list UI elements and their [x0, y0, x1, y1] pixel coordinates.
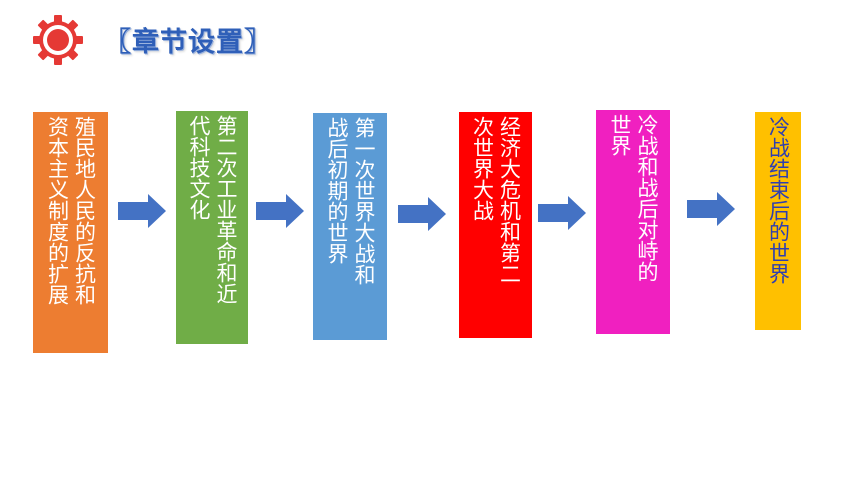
box-2: 第二次工业革命和近 代科技文化: [176, 111, 248, 344]
box-4: 经济大危机和第二 次世界大战: [459, 112, 532, 338]
box-1-line-1: 殖民地人民的反抗和: [72, 116, 97, 305]
box-3-line-1: 第一次世界大战和: [352, 117, 376, 285]
box-5-line-2: 世界: [608, 114, 632, 156]
box-6-line-1: 冷战结束后的世界: [766, 116, 791, 284]
page-title: 〖章节设置〗: [104, 27, 272, 58]
gear-icon: [33, 15, 83, 65]
right-arrow-icon: [256, 194, 304, 228]
box-6: 冷战结束后的世界: [755, 112, 801, 330]
right-arrow-icon: [538, 196, 586, 230]
box-2-line-1: 第二次工业革命和近: [214, 115, 238, 304]
box-3: 第一次世界大战和 战后初期的世界: [313, 113, 387, 340]
box-4-line-2: 次世界大战: [470, 116, 495, 221]
right-arrow-icon: [687, 192, 735, 226]
right-arrow-icon: [398, 197, 446, 231]
right-arrow-icon: [118, 194, 166, 228]
box-3-line-2: 战后初期的世界: [325, 117, 349, 264]
box-2-line-2: 代科技文化: [187, 115, 211, 220]
box-5: 冷战和战后对峙的 世界: [596, 110, 670, 334]
box-1-line-2: 资本主义制度的扩展: [45, 116, 70, 305]
box-4-line-1: 经济大危机和第二: [497, 116, 522, 284]
box-1: 殖民地人民的反抗和 资本主义制度的扩展: [33, 112, 108, 353]
box-5-line-1: 冷战和战后对峙的: [635, 114, 659, 282]
